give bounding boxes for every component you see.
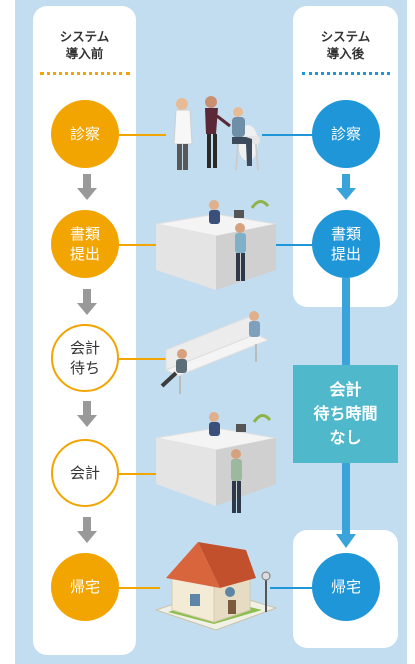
connector-line — [118, 134, 166, 136]
before-header: システム 導入前 — [59, 29, 110, 61]
connector-line — [262, 134, 314, 136]
reception-counter-illustration — [155, 194, 277, 298]
before-step-payment-wait: 会計 待ち — [51, 324, 119, 392]
before-step-documents: 書類 提出 — [51, 210, 119, 278]
after-header-divider — [302, 72, 390, 75]
after-step-documents: 書類 提出 — [312, 210, 380, 278]
connector-line — [118, 244, 160, 246]
after-header: システム 導入後 — [320, 29, 371, 61]
before-header-divider — [40, 72, 130, 75]
doctor-exam-illustration — [168, 86, 264, 182]
before-step-payment: 会計 — [51, 439, 119, 507]
connector-line — [275, 244, 315, 246]
down-arrow-icon — [77, 174, 97, 200]
after-step-go-home: 帰宅 — [312, 553, 380, 621]
waiting-bench-illustration — [156, 310, 276, 406]
connector-line — [118, 358, 180, 360]
house-illustration — [150, 528, 280, 642]
down-arrow-icon — [336, 174, 356, 200]
down-arrow-icon — [77, 517, 97, 543]
after-step-exam: 診察 — [312, 100, 380, 168]
connector-line — [118, 473, 160, 475]
connector-line — [270, 587, 314, 589]
before-step-exam: 診察 — [51, 100, 119, 168]
payment-counter-illustration — [155, 402, 277, 526]
no-wait-box: 会計 待ち時間 なし — [293, 365, 398, 463]
connector-line — [118, 587, 160, 589]
down-arrow-icon — [77, 401, 97, 427]
before-step-go-home: 帰宅 — [51, 553, 119, 621]
down-arrow-icon — [77, 289, 97, 315]
